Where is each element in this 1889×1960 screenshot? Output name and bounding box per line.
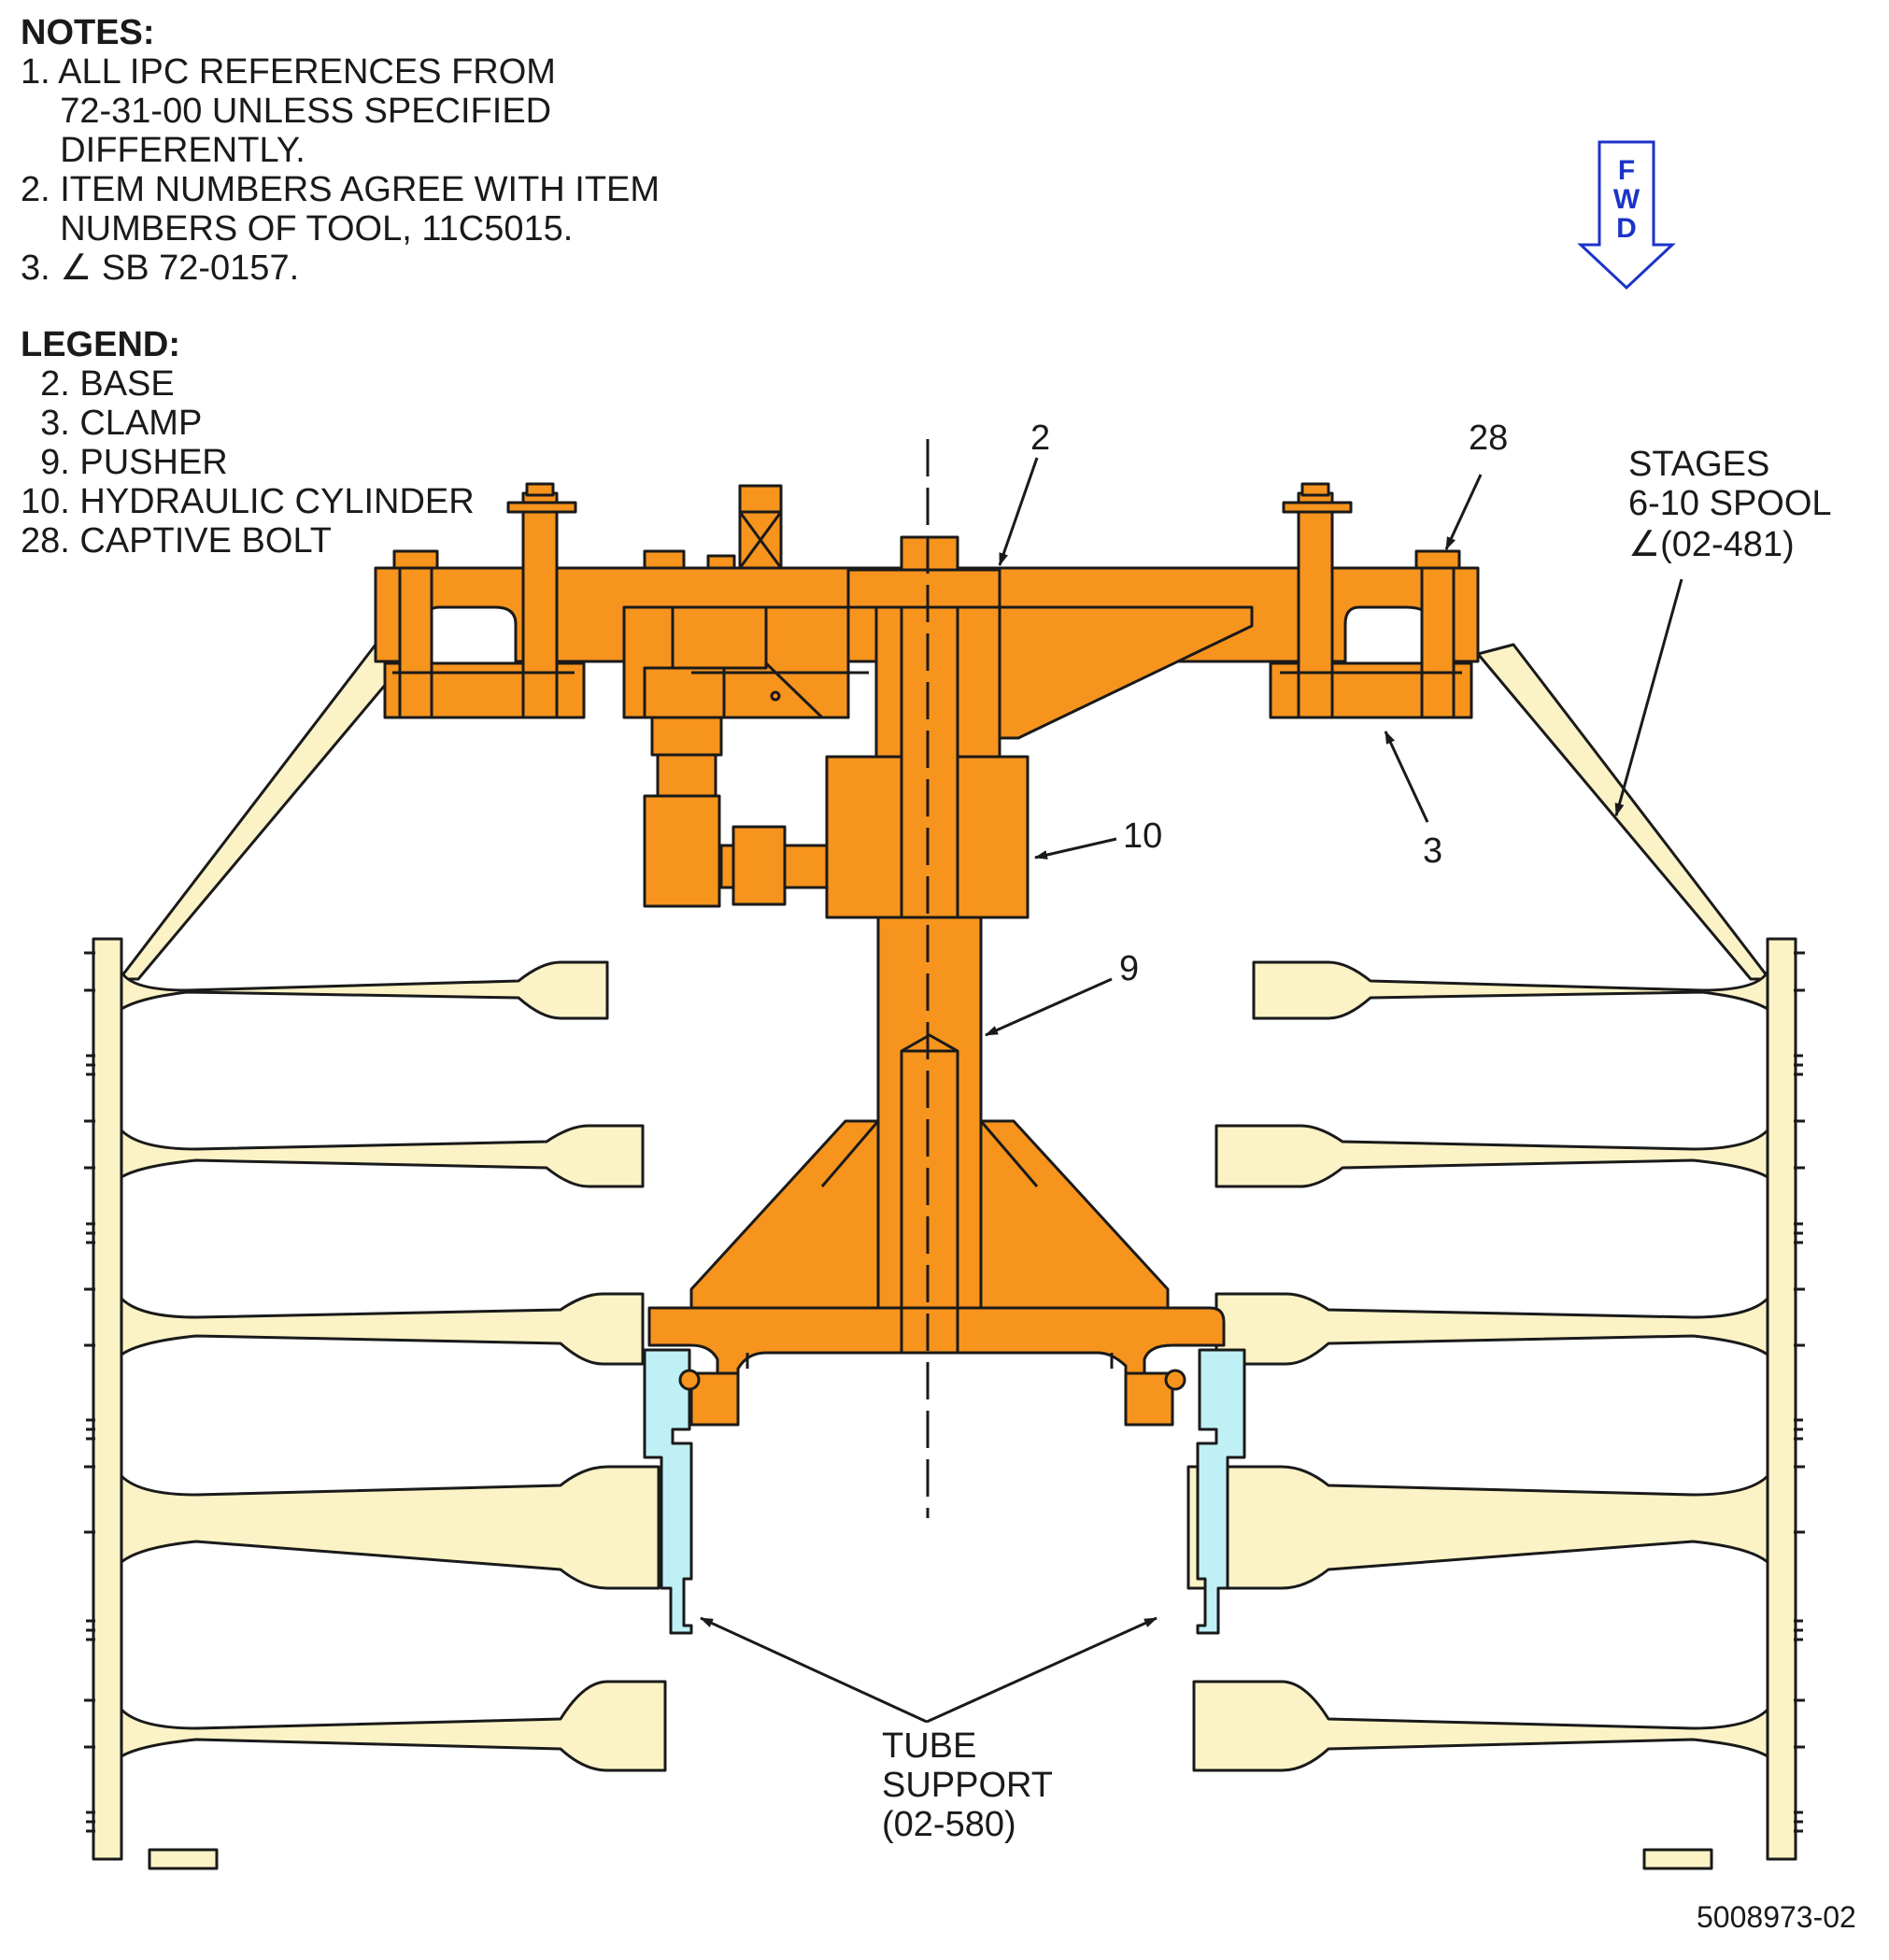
- callout-clamp: 3: [1423, 831, 1443, 871]
- callout-spool: STAGES: [1628, 445, 1770, 484]
- leader-lines: [700, 457, 1683, 1724]
- spool-left-rim-teeth: [84, 951, 95, 1833]
- tube-support-left: [643, 1348, 693, 1635]
- fwd-arrow-icon: [1577, 140, 1676, 291]
- note-line: 1. ALL IPC REFERENCES FROM: [21, 52, 556, 92]
- tube-support-right: [1196, 1348, 1246, 1635]
- callout-spool: ∠(02-481): [1628, 525, 1795, 564]
- legend-item-base: 2. BASE: [21, 364, 175, 404]
- note-line: 2. ITEM NUMBERS AGREE WITH ITEM: [21, 170, 660, 209]
- spool-right: [1186, 643, 1797, 1870]
- tool-details: [392, 511, 1462, 1369]
- tool-fastener-circles: [678, 690, 1186, 1391]
- callout-pusher: 9: [1119, 949, 1140, 988]
- callout-tube-support: (02-580): [882, 1805, 1016, 1844]
- figure-number: 5008973-02: [1697, 1900, 1856, 1934]
- legend-item-pusher: 9. PUSHER: [21, 443, 228, 482]
- callout-base: 2: [1030, 419, 1051, 458]
- legend-heading: LEGEND:: [21, 325, 180, 364]
- callout-spool: 6-10 SPOOL: [1628, 484, 1832, 523]
- callout-hydraulic-cylinder: 10: [1123, 817, 1163, 856]
- legend-item-hydraulic-cylinder: 10. HYDRAULIC CYLINDER: [21, 482, 475, 521]
- legend-item-clamp: 3. CLAMP: [21, 404, 203, 443]
- callout-tube-support: SUPPORT: [882, 1766, 1054, 1805]
- note-line: NUMBERS OF TOOL, 11C5015.: [21, 209, 574, 249]
- fwd-letter: W: [1612, 184, 1640, 215]
- note-line: 72-31-00 UNLESS SPECIFIED: [21, 92, 552, 131]
- callout-tube-support: TUBE: [882, 1726, 977, 1766]
- callout-captive-bolt: 28: [1469, 419, 1509, 458]
- spool-left: [92, 643, 667, 1870]
- fwd-letter: D: [1616, 213, 1637, 244]
- note-line: DIFFERENTLY.: [21, 131, 305, 170]
- fwd-letter: F: [1617, 155, 1636, 186]
- notes-heading: NOTES:: [21, 13, 155, 52]
- spool-right-rim-teeth: [1794, 951, 1805, 1833]
- legend-item-captive-bolt: 28. CAPTIVE BOLT: [21, 521, 332, 561]
- note-line: 3. ∠ SB 72-0157.: [21, 249, 300, 288]
